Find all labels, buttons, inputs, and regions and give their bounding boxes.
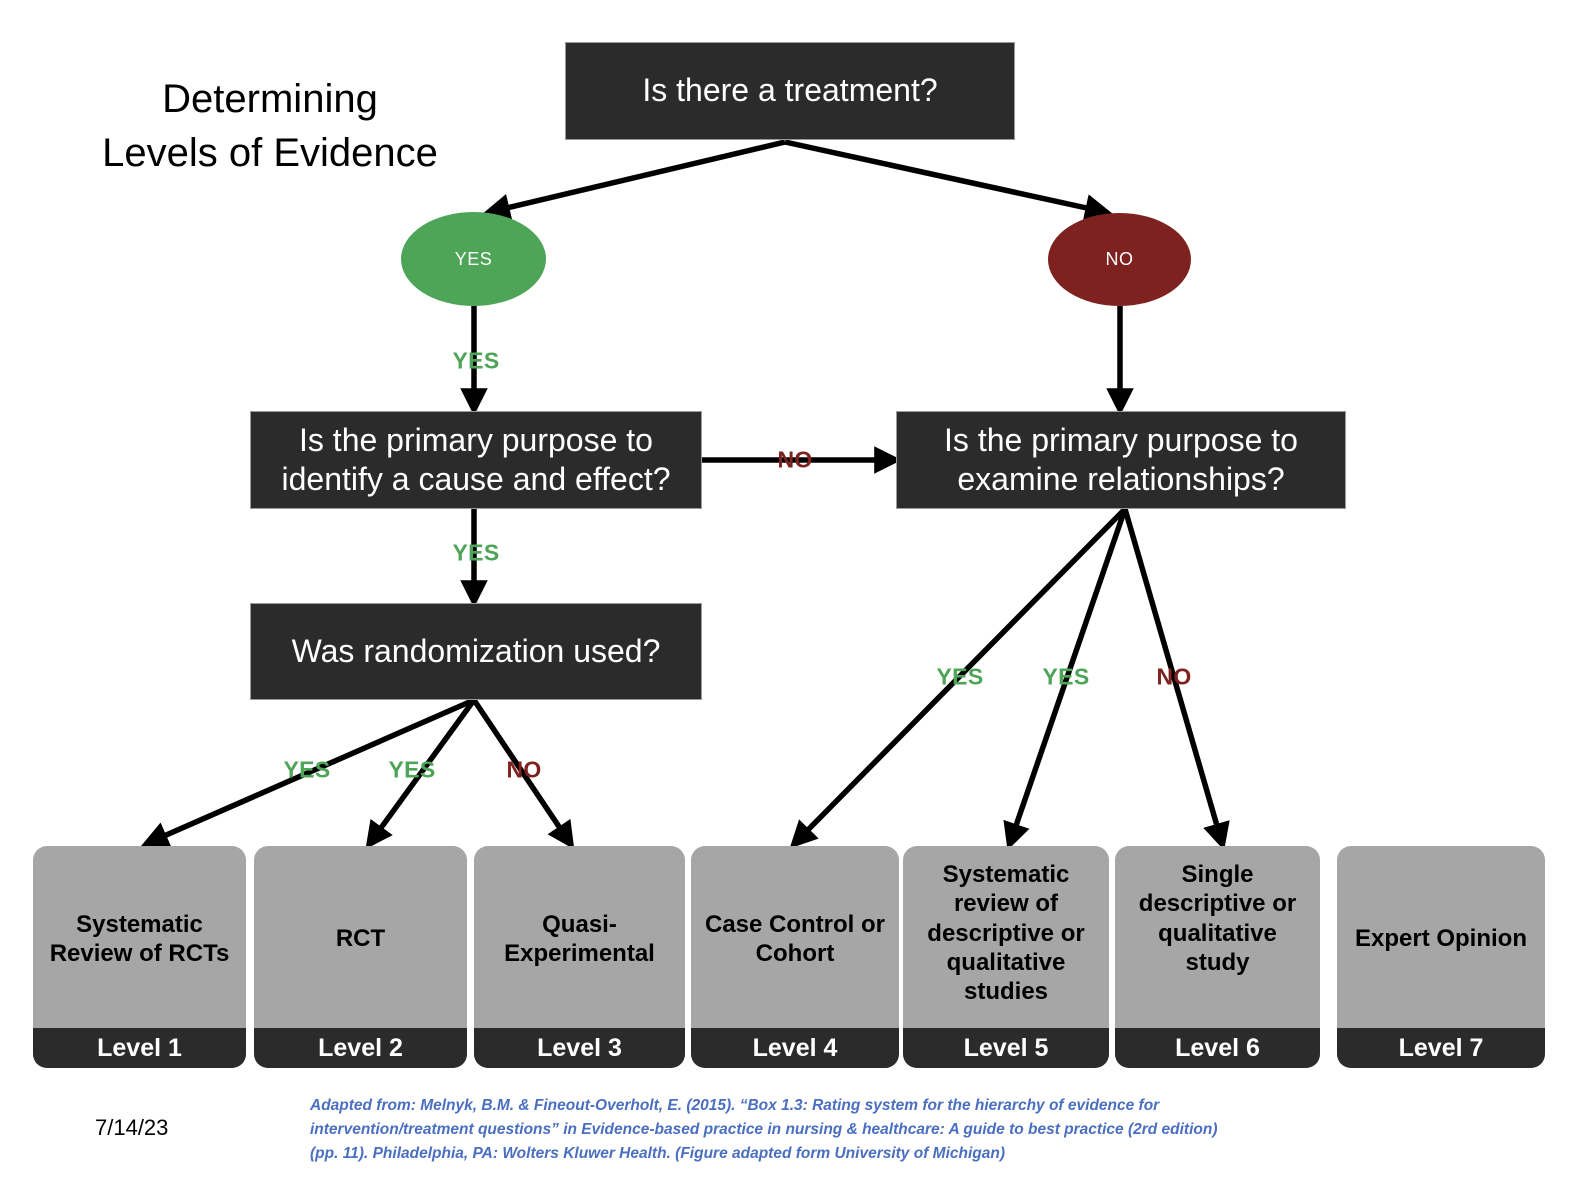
edge-label-randomization-yes-2: YES bbox=[388, 756, 436, 783]
level-card-6-text: Single descriptive or qualitative study bbox=[1138, 861, 1297, 976]
level-card-7-text: Expert Opinion bbox=[1354, 925, 1527, 953]
level-card-4[interactable]: Case Control or Cohort Level 4 bbox=[691, 846, 899, 1068]
edge-label-cause-effect-yes: YES bbox=[452, 539, 500, 566]
level-card-1[interactable]: Systematic Review of RCTs Level 1 bbox=[33, 846, 246, 1068]
level-card-5[interactable]: Systematic review of descriptive or qual… bbox=[903, 846, 1109, 1068]
level-card-7[interactable]: Expert Opinion Level 7 bbox=[1337, 846, 1545, 1068]
edge-label-randomization-no: NO bbox=[506, 756, 542, 783]
edge-label-relationships-yes-2: YES bbox=[1042, 663, 1090, 690]
decision-box-is-there-a-treatment[interactable]: Is there a treatment? bbox=[565, 42, 1015, 140]
slide-title: Determining Levels of Evidence bbox=[102, 77, 438, 175]
node-yes-label: YES bbox=[454, 248, 493, 269]
level-card-6[interactable]: Single descriptive or qualitative study … bbox=[1115, 846, 1320, 1068]
level-card-1-badge: Level 1 bbox=[33, 1028, 246, 1068]
level-card-4-badge: Level 4 bbox=[691, 1028, 899, 1068]
level-card-7-badge: Level 7 bbox=[1337, 1028, 1545, 1068]
level-card-5-badge: Level 5 bbox=[903, 1028, 1109, 1068]
edge-treatment-to-yes bbox=[482, 139, 786, 221]
level-card-4-text: Case Control or Cohort bbox=[704, 910, 886, 967]
level-card-2-text: RCT bbox=[335, 925, 386, 953]
node-yes-treatment[interactable]: YES bbox=[401, 212, 546, 306]
level-card-6-badge: Level 6 bbox=[1115, 1028, 1320, 1068]
node-no-label: NO bbox=[1105, 249, 1134, 269]
edge-label-randomization-yes-1: YES bbox=[283, 756, 331, 783]
level-card-1-text: Systematic Review of RCTs bbox=[49, 910, 230, 967]
decision-box-cause-and-effect[interactable]: Is the primary purpose to identify a cau… bbox=[250, 411, 702, 509]
node-no-treatment[interactable]: NO bbox=[1048, 213, 1191, 306]
decision-box-examine-relationships[interactable]: Is the primary purpose to examine relati… bbox=[896, 411, 1346, 509]
edge-label-relationships-yes-1: YES bbox=[936, 663, 984, 690]
level-card-3-badge: Level 3 bbox=[474, 1028, 685, 1068]
decision-box-was-randomization-used[interactable]: Was randomization used? bbox=[250, 603, 702, 700]
edge-treatment-to-no bbox=[784, 139, 1113, 222]
level-card-2[interactable]: RCT Level 2 bbox=[254, 846, 467, 1068]
edge-label-relationships-no: NO bbox=[1156, 663, 1192, 690]
edge-label-treatment-yes: YES bbox=[452, 347, 500, 374]
level-card-5-text: Systematic review of descriptive or qual… bbox=[927, 861, 1085, 1006]
citation-text: Adapted from: Melnyk, B.M. & Fineout-Ove… bbox=[310, 1097, 1218, 1163]
level-card-3[interactable]: Quasi- Experimental Level 3 bbox=[474, 846, 685, 1068]
date-stamp: 7/14/23 bbox=[95, 1115, 169, 1140]
level-card-3-text: Quasi- Experimental bbox=[504, 910, 655, 967]
edge-label-cause-effect-no: NO bbox=[777, 446, 813, 473]
level-card-2-badge: Level 2 bbox=[254, 1028, 467, 1068]
